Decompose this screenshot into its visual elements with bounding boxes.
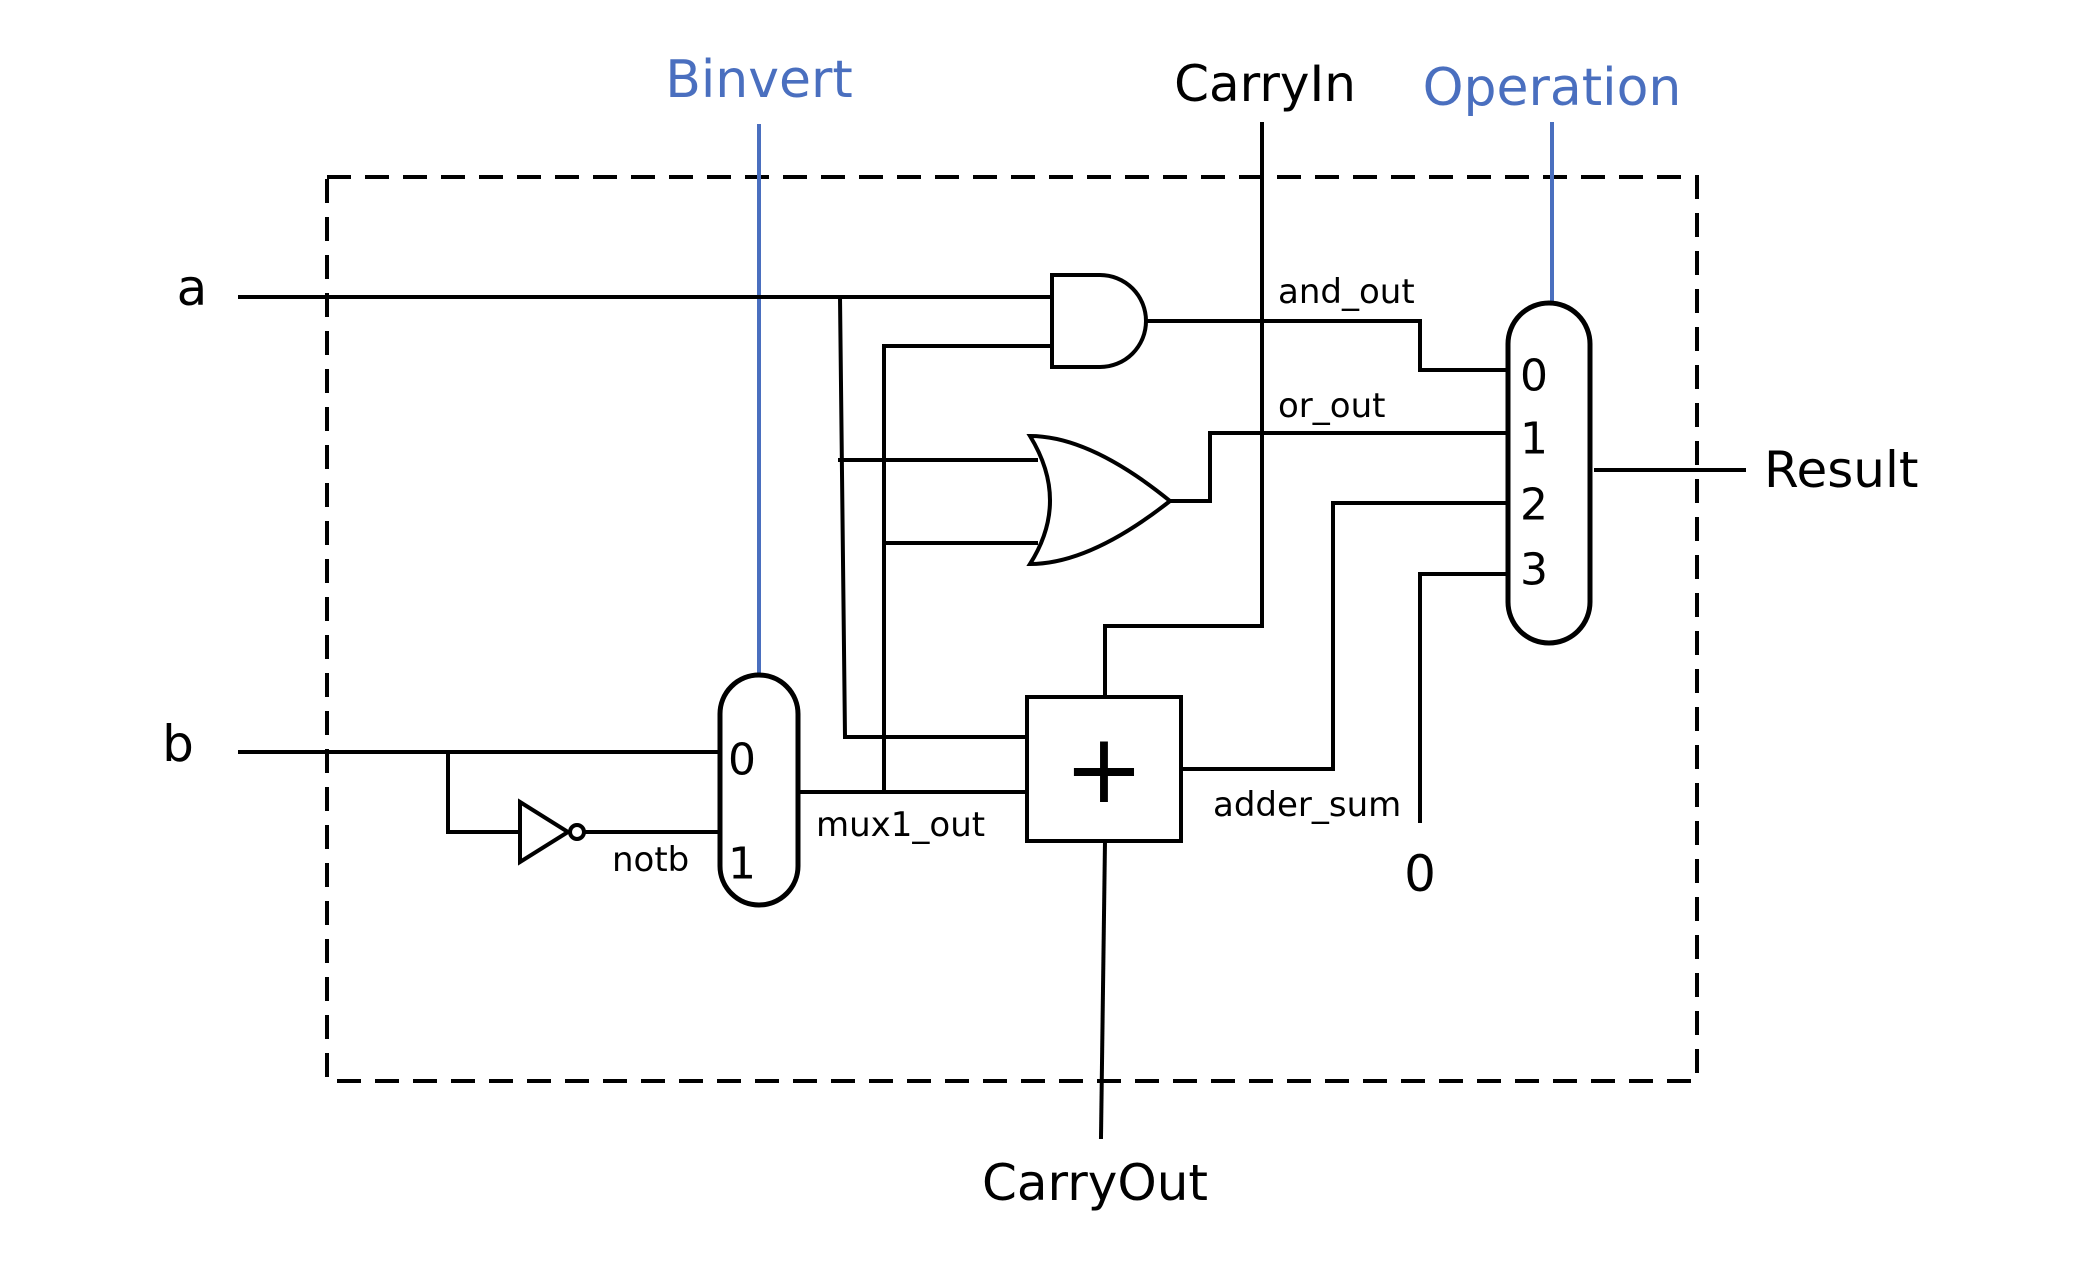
mux2-port-1: 1 bbox=[1520, 414, 1548, 465]
result-label: Result bbox=[1764, 441, 1919, 499]
mux2 bbox=[1505, 300, 1593, 646]
input-a-label: a bbox=[177, 259, 208, 317]
mux2-port-2: 2 bbox=[1520, 480, 1548, 531]
input-b-label: b bbox=[162, 715, 194, 773]
adder bbox=[1025, 695, 1183, 843]
or-out-wiring bbox=[1168, 431, 1510, 503]
or-out-label: or_out bbox=[1278, 386, 1385, 426]
mux1-port-1: 1 bbox=[728, 839, 756, 890]
and-out-wiring bbox=[1144, 319, 1510, 372]
adder-symbol: + bbox=[1064, 713, 1144, 825]
mux2-port-3: 3 bbox=[1520, 545, 1548, 596]
mux1 bbox=[717, 672, 801, 908]
input-b-wiring bbox=[238, 750, 722, 834]
adder-sum-label: adder_sum bbox=[1213, 785, 1401, 825]
mux2-port-0: 0 bbox=[1520, 351, 1548, 402]
carry-out-label: CarryOut bbox=[982, 1154, 1208, 1212]
adder-sum-wiring bbox=[1179, 501, 1510, 771]
carry-out-wire bbox=[1098, 838, 1108, 1140]
notb-label: notb bbox=[612, 840, 689, 880]
input-a-wiring bbox=[238, 294, 1054, 740]
and-gate bbox=[1050, 273, 1148, 369]
mux1-out-wiring bbox=[798, 344, 1054, 794]
alu-boundary bbox=[325, 175, 1699, 1083]
or-gate bbox=[1026, 433, 1174, 567]
carry-in-label: CarryIn bbox=[1174, 55, 1356, 113]
binvert-label: Binvert bbox=[665, 50, 853, 110]
operation-label: Operation bbox=[1423, 58, 1682, 118]
mux1-port-0: 0 bbox=[728, 735, 756, 786]
zero-const-wiring bbox=[1418, 572, 1510, 823]
not-gate bbox=[518, 798, 586, 866]
carry-in-wiring bbox=[1103, 122, 1264, 699]
mux1-out-label: mux1_out bbox=[816, 805, 985, 845]
and-out-label: and_out bbox=[1278, 272, 1415, 312]
zero-const-label: 0 bbox=[1404, 845, 1436, 903]
